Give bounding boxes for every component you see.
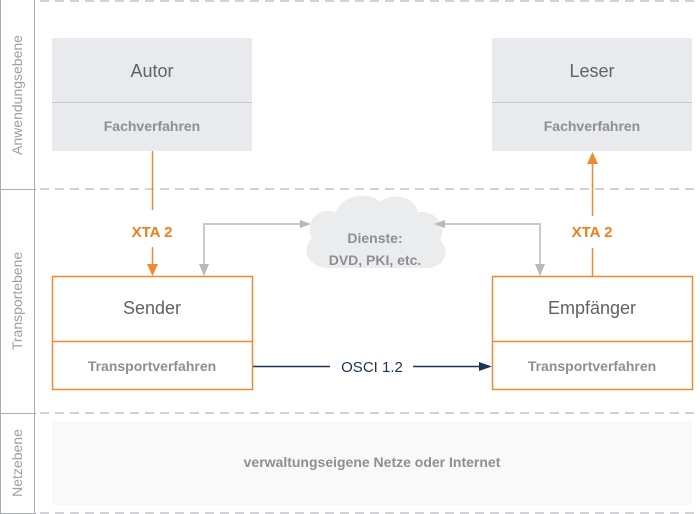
- xta-right-label: XTA 2: [572, 224, 613, 241]
- receiver-box: Empfänger Transportverfahren: [491, 275, 694, 391]
- cloud-icon: [306, 195, 446, 268]
- arrow-down-grey-icon: [535, 264, 545, 276]
- sender-cloud-connector: [203, 223, 300, 264]
- sender-title: Sender: [123, 298, 181, 318]
- receiver-cloud-connector: [445, 223, 541, 264]
- xta-right-connector: XTA 2: [572, 152, 613, 276]
- reader-title: Leser: [569, 61, 614, 81]
- arrow-left-icon: [434, 220, 445, 228]
- author-box: Autor Fachverfahren: [52, 38, 252, 151]
- xta-left-connector: XTA 2: [132, 151, 173, 276]
- services-cloud: Dienste: DVD, PKI, etc.: [306, 195, 446, 268]
- lane-label-network: Netzebene: [9, 429, 25, 497]
- arrow-right-osci-icon: [479, 362, 492, 371]
- arrow-up-icon: [587, 152, 598, 164]
- arrow-down-grey-icon: [199, 264, 209, 276]
- reader-subtitle: Fachverfahren: [544, 118, 640, 134]
- author-subtitle: Fachverfahren: [104, 118, 200, 134]
- cloud-connectors: [199, 220, 545, 276]
- receiver-title: Empfänger: [548, 298, 636, 318]
- cloud-line-1: Dienste:: [347, 230, 402, 246]
- network-label: verwaltungseigene Netze oder Internet: [244, 454, 501, 470]
- network-area: verwaltungseigene Netze oder Internet: [52, 421, 692, 505]
- xta-left-label: XTA 2: [132, 224, 173, 241]
- sender-subtitle: Transportverfahren: [88, 358, 216, 374]
- lane-column: Anwendungsebene Transportebene Netzebene: [0, 0, 36, 514]
- arrow-right-icon: [300, 220, 311, 228]
- receiver-box-border: [491, 275, 694, 391]
- sender-box-border: [51, 275, 254, 391]
- reader-box-background: [492, 38, 692, 151]
- osci-label: OSCI 1.2: [341, 359, 403, 376]
- lane-label-transport: Transportebene: [9, 252, 25, 351]
- network-background: [52, 421, 692, 505]
- author-box-background: [52, 38, 252, 151]
- author-title: Autor: [130, 61, 173, 81]
- arrow-down-icon: [147, 264, 158, 276]
- cloud-line-2: DVD, PKI, etc.: [329, 252, 422, 268]
- reader-box: Leser Fachverfahren: [492, 38, 692, 151]
- osci-connector: OSCI 1.2: [253, 359, 492, 376]
- sender-box: Sender Transportverfahren: [51, 275, 254, 391]
- receiver-subtitle: Transportverfahren: [528, 358, 656, 374]
- lane-dividers: [40, 0, 700, 514]
- lane-label-application: Anwendungsebene: [9, 35, 25, 155]
